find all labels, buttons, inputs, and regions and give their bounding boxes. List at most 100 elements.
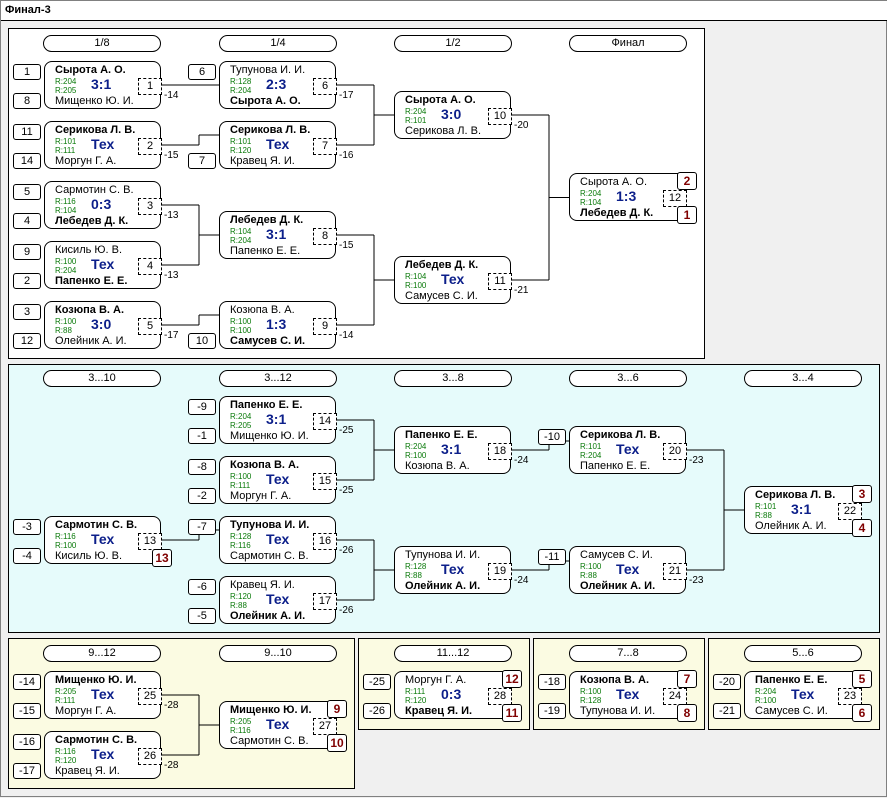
- match-number: 17: [313, 593, 337, 610]
- match-number: 5: [138, 318, 162, 335]
- player-top: Моргун Г. А.: [405, 674, 467, 686]
- match-score: Тех: [441, 561, 465, 577]
- player-top: Козюпа В. А.: [580, 674, 650, 686]
- match-score: 2:3: [266, 76, 287, 92]
- match-score: Тех: [91, 746, 115, 762]
- rating-bottom: R:204: [580, 451, 602, 460]
- rating-bottom: R:111: [230, 481, 251, 490]
- rating-bottom: R:205: [55, 86, 77, 95]
- match-number: 16: [313, 533, 337, 550]
- match-number: 27: [313, 718, 337, 735]
- match-number: 15: [313, 473, 337, 490]
- seed-top: -20: [713, 674, 741, 690]
- round-header-main-3: 1/2: [394, 35, 512, 52]
- rating-bottom: R:204: [230, 86, 252, 95]
- match-number: 18: [488, 443, 512, 460]
- player-bottom: Сармотин С. В.: [230, 735, 309, 747]
- seed-top: 11: [13, 124, 41, 140]
- player-bottom: Моргун Г. А.: [55, 705, 117, 717]
- seed-top: -3: [13, 519, 41, 535]
- player-bottom: Кравец Я. И.: [230, 155, 295, 167]
- loser-link: -23: [689, 455, 704, 466]
- seed-top: -18: [538, 674, 566, 690]
- match-score: Тех: [91, 531, 115, 547]
- match-number: 13: [138, 533, 162, 550]
- place-badge-bottom: 1: [677, 206, 697, 224]
- round-header-p5_6-1: 5...6: [744, 645, 862, 662]
- rating-bottom: R:100: [230, 326, 252, 335]
- seed-top: -8: [188, 459, 216, 475]
- rating-bottom: R:120: [55, 756, 77, 765]
- player-bottom: Моргун Г. А.: [55, 155, 117, 167]
- player-bottom: Кравец Я. И.: [405, 705, 473, 717]
- player-bottom: Серикова Л. В.: [405, 125, 481, 137]
- seed-top: 5: [13, 184, 41, 200]
- match-score: Тех: [266, 716, 290, 732]
- seed-bottom: -4: [13, 548, 41, 564]
- place-badge-bottom: 13: [152, 549, 172, 567]
- rating-bottom: R:204: [230, 236, 252, 245]
- round-header-consolation-5: 3...4: [744, 370, 862, 387]
- match-score: 3:0: [441, 106, 462, 122]
- player-bottom: Кисиль Ю. В.: [55, 550, 123, 562]
- match-number: 19: [488, 563, 512, 580]
- match-number: 1: [138, 78, 162, 95]
- player-top: Сырота А. О.: [580, 176, 647, 188]
- rating-top: R:204: [230, 412, 252, 421]
- loser-link: -13: [164, 210, 179, 221]
- rating-top: R:104: [405, 272, 427, 281]
- match-score: Тех: [266, 136, 290, 152]
- rating-bottom: R:120: [405, 696, 427, 705]
- rating-top: R:101: [55, 137, 77, 146]
- player-top: Папенко Е. Е.: [405, 429, 478, 441]
- rating-top: R:204: [405, 107, 427, 116]
- rating-top: R:204: [55, 77, 77, 86]
- match-number: 6: [313, 78, 337, 95]
- player-bottom: Сырота А. О.: [230, 95, 301, 107]
- seed-bottom: -26: [363, 703, 391, 719]
- player-top: Лебедев Д. К.: [405, 259, 479, 271]
- match-number: 4: [138, 258, 162, 275]
- seed-bottom: -19: [538, 703, 566, 719]
- match-number: 8: [313, 228, 337, 245]
- player-top: Мищенко Ю. И.: [230, 704, 312, 716]
- match-score: Тех: [266, 591, 290, 607]
- match-score: 1:3: [616, 188, 637, 204]
- match-score: Тех: [266, 471, 290, 487]
- player-top: Серикова Л. В.: [580, 429, 661, 441]
- seed-bottom: -21: [713, 703, 741, 719]
- player-top: Тупунова И. И.: [405, 549, 481, 561]
- match-number: 14: [313, 413, 337, 430]
- player-bottom: Козюпа В. А.: [405, 460, 470, 472]
- loser-link: -26: [339, 605, 354, 616]
